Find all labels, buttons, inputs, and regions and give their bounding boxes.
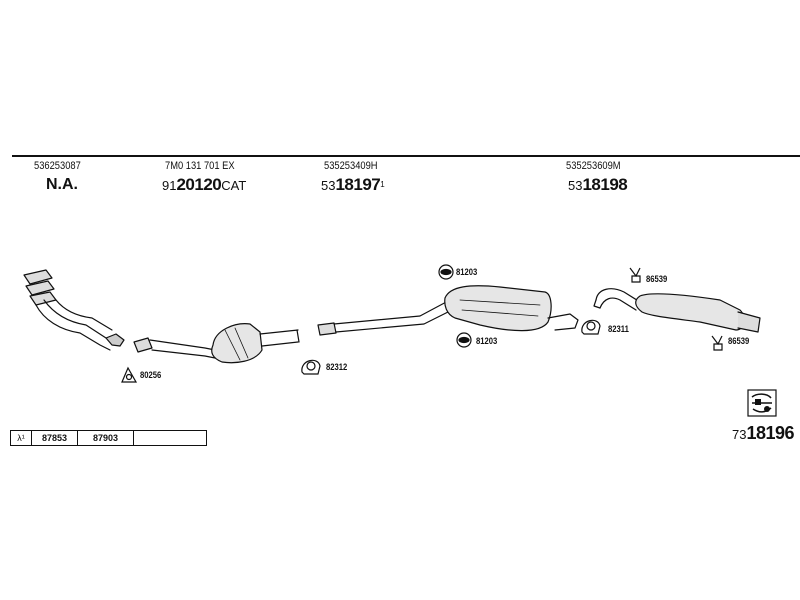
kit-logo-icon: [747, 389, 777, 417]
manifold-drawing: [23, 269, 125, 351]
clamp-icon-82311: [581, 319, 601, 335]
label-86539-bottom: 86539: [728, 336, 750, 346]
clamp-icon-82312: [301, 359, 321, 375]
lambda-cell: λ¹: [11, 431, 32, 445]
ref-number-2: 7M0 131 701 EX: [165, 160, 235, 172]
ring-icon-81203-top: [438, 264, 454, 280]
part-superscript: 1: [380, 180, 385, 189]
part-number-4: 5318198: [568, 175, 628, 196]
status-na: N.A.: [46, 176, 78, 193]
table-cell: [134, 431, 207, 445]
part-number-2: 9120120CAT: [162, 175, 246, 196]
hanger-icon-86539-bottom: [711, 335, 723, 351]
center-silencer-drawing: [317, 285, 579, 336]
part-prefix: 53: [321, 178, 336, 193]
total-main: 18196: [746, 423, 794, 443]
part-main: 18197: [335, 175, 381, 194]
ref-number-3: 535253409H: [324, 160, 378, 172]
label-82311: 82311: [608, 324, 629, 334]
label-82312: 82312: [326, 362, 348, 372]
small-parts: [121, 264, 723, 383]
label-81203-top: 81203: [456, 267, 478, 277]
table-cell: 87903: [78, 431, 134, 445]
part-number-3: 53181971: [321, 175, 385, 196]
label-81203-bottom: 81203: [476, 336, 498, 346]
hanger-icon-86539-top: [629, 267, 641, 283]
total-part-number: 7318196: [731, 423, 795, 444]
part-main: 18198: [582, 175, 628, 194]
gasket-icon-80256: [121, 366, 138, 383]
ref-number-4: 535253609M: [566, 160, 621, 172]
part-suffix: CAT: [221, 178, 247, 193]
fitting-table: λ¹ 87853 87903: [10, 430, 207, 446]
header-rule: [12, 155, 800, 157]
rear-silencer-drawing: [593, 288, 761, 333]
total-prefix: 73: [731, 427, 747, 442]
part-prefix: 53: [568, 178, 583, 193]
table-cell: 87853: [32, 431, 78, 445]
part-prefix: 91: [162, 178, 177, 193]
exhaust-system-diagram: [23, 264, 761, 383]
ring-icon-81203-bottom: [456, 332, 472, 348]
catalytic-converter-drawing: [133, 323, 300, 364]
ref-number-1: 536253087: [34, 160, 81, 172]
part-main: 20120: [176, 175, 222, 194]
label-86539-top: 86539: [646, 274, 668, 284]
label-80256: 80256: [140, 370, 162, 380]
